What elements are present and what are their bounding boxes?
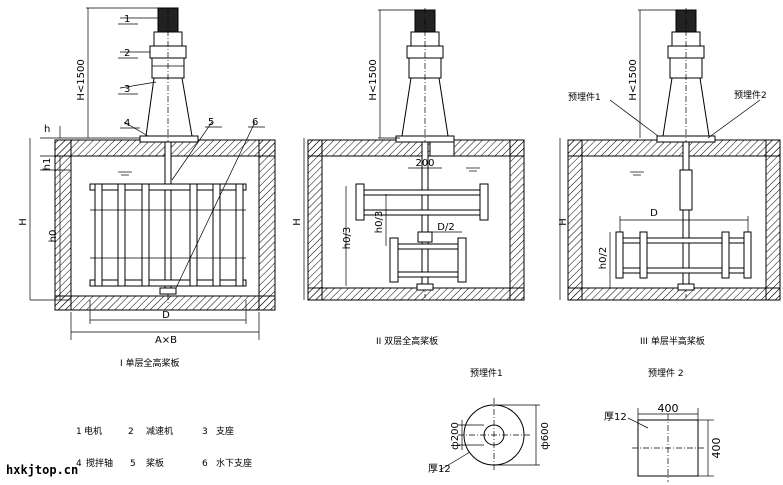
callout-4: 4 [124,118,130,129]
dim-h1: h1 [42,158,53,171]
legend-num-1: 1 [76,427,82,437]
watermark: hxkjtop.cn [6,463,78,477]
tank-right-wall-3 [765,139,781,301]
tank-bottom-wall-3 [567,287,781,301]
embed1-label: 预埋件1 [568,91,601,103]
tank-left-wall-2 [307,139,323,301]
callout-3: 3 [124,84,130,95]
dim-D2: D/2 [437,222,454,233]
dim-h1500: H<1500 [76,59,87,100]
paddle-group [89,183,247,287]
legend-text-4: 搅拌轴 [86,457,113,469]
detail2-thickness: 厚12 [604,411,627,423]
legend-num-2: 2 [128,427,134,437]
dim-phi600: ф600 [540,422,551,450]
dim-H-3: H [558,218,569,226]
tank-right-wall-2 [509,139,525,301]
caption-diagram-1: I 单层全高桨板 [120,357,180,369]
dim-h03-a: h0/3 [342,227,353,249]
dim-H: H [18,218,29,226]
legend-text-5: 桨板 [146,457,164,469]
embed-part-1-detail: 预埋件1 ф200 ф600 厚12 [428,367,551,475]
lower-paddle-group [389,231,467,283]
dim-D-3: D [650,208,658,219]
diagram-double-full-height: H<1500 200 H h0/3 h0/3 D/2 II 双层全高桨板 [292,8,525,347]
mixing-shaft-3 [682,141,690,289]
dim-h1500-2: H<1500 [368,59,379,100]
dim-AxB: A×B [155,335,177,346]
legend-text-2: 减速机 [146,425,173,437]
half-paddle-group [615,231,752,279]
legend-num-5: 5 [130,459,136,469]
diagram-single-full-height: 1 2 3 4 5 6 H<1500 h h1 H h0 D A×B I 单层全… [18,7,276,369]
parts-legend: 1 电机 2 减速机 3 支座 4 搅拌轴 5 桨板 6 水下支座 [76,425,252,469]
legend-num-6: 6 [202,459,208,469]
detail1-title: 预埋件1 [470,367,503,379]
callout-1: 1 [124,14,130,25]
dim-phi200: ф200 [450,422,461,450]
callout-6: 6 [252,117,258,128]
dim-h0: h0 [48,230,59,243]
embed2-label: 预埋件2 [734,89,767,101]
callout-2: 2 [124,48,130,59]
legend-text-6: 水下支座 [216,457,252,469]
dim-200: 200 [415,158,434,169]
upper-paddle-group [355,183,489,221]
dim-h02: h0/2 [598,247,609,269]
legend-text-1: 电机 [84,425,102,437]
tank-left-wall [54,139,72,311]
caption-diagram-3: III 单层半高桨板 [640,335,705,347]
tank-left-wall-3 [567,139,583,301]
detail1-thickness: 厚12 [428,463,451,475]
tank-bottom-wall-2 [307,287,525,301]
dim-h03-b: h0/3 [374,211,385,233]
legend-num-3: 3 [202,427,208,437]
dim-400-width: 400 [658,402,679,415]
caption-diagram-2: II 双层全高桨板 [376,335,438,347]
legend-text-3: 支座 [216,425,234,437]
dim-h: h [44,124,50,135]
dim-h1500-3: H<1500 [628,59,639,100]
underwater-support [159,287,177,295]
dim-D: D [162,310,170,321]
dim-400-height: 400 [710,438,723,459]
tank-bottom-wall [54,295,276,311]
mixing-shaft [164,141,172,293]
tank-right-wall [258,139,276,311]
legend-num-4: 4 [76,459,82,469]
embed-part-2-detail: 预埋件 2 400 400 厚12 [604,367,723,482]
diagram-single-half-height: H<1500 H h0/2 D 预埋件1 预埋件2 III 单层半高桨板 [558,8,781,347]
dim-H-2: H [292,218,303,226]
support-base [145,77,193,137]
detail2-title: 预埋件 2 [648,367,684,379]
callout-5: 5 [208,117,214,128]
